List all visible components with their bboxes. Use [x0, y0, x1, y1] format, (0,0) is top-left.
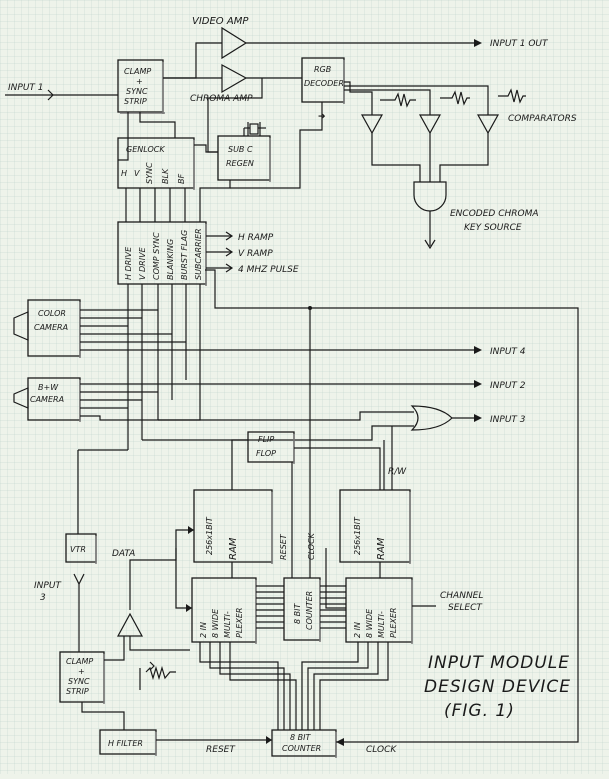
- input4-label: INPUT 4: [490, 347, 526, 357]
- svg-text:SUB C: SUB C: [228, 145, 253, 154]
- svg-text:8 WIDE: 8 WIDE: [211, 608, 220, 638]
- svg-text:SYNC: SYNC: [126, 87, 148, 96]
- svg-text:➔: ➔: [318, 112, 326, 122]
- svg-text:CLAMP: CLAMP: [66, 657, 93, 666]
- input2-label: INPUT 2: [490, 381, 526, 391]
- svg-text:DECODER: DECODER: [304, 79, 344, 88]
- bottom-reset-label: RESET: [206, 745, 236, 755]
- svg-text:CAMERA: CAMERA: [34, 323, 68, 332]
- comparator-2: [418, 114, 442, 135]
- svg-text:STRIP: STRIP: [66, 687, 89, 696]
- comparators-label: COMPARATORS: [508, 114, 577, 124]
- svg-text:SYNC: SYNC: [145, 162, 154, 184]
- pulse-4mhz-label: 4 MHZ PULSE: [238, 265, 299, 275]
- input3-in-label: INPUT: [34, 581, 62, 591]
- svg-text:BF: BF: [177, 174, 186, 184]
- svg-text:V DRIVE: V DRIVE: [138, 246, 147, 280]
- svg-text:FLIP: FLIP: [258, 435, 274, 444]
- data-label: DATA: [112, 549, 135, 559]
- and-gate: [413, 181, 447, 212]
- svg-text:B+W: B+W: [38, 383, 59, 392]
- svg-text:GENLOCK: GENLOCK: [126, 145, 165, 154]
- svg-text:SELECT: SELECT: [448, 603, 483, 613]
- svg-text:8 WIDE: 8 WIDE: [365, 608, 374, 638]
- svg-text:BLANKING: BLANKING: [166, 239, 175, 280]
- channel-select-label: CHANNEL: [440, 591, 483, 601]
- svg-text:RAM: RAM: [376, 537, 387, 560]
- svg-text:VTR: VTR: [70, 545, 86, 554]
- v-ramp-label: V RAMP: [238, 249, 273, 259]
- svg-text:RGB: RGB: [314, 65, 331, 74]
- svg-text:COUNTER: COUNTER: [305, 591, 314, 630]
- svg-text:BLK: BLK: [161, 168, 170, 184]
- bw-camera-lens: [13, 387, 29, 409]
- svg-text:CAMERA: CAMERA: [30, 395, 64, 404]
- svg-text:2 IN: 2 IN: [353, 622, 362, 638]
- input3-out-label: INPUT 3: [490, 415, 526, 425]
- svg-text:STRIP: STRIP: [124, 97, 147, 106]
- svg-text:8 BIT: 8 BIT: [290, 733, 311, 742]
- video-amp-label: VIDEO AMP: [192, 16, 249, 27]
- svg-text:RAM: RAM: [228, 537, 239, 560]
- svg-text:2 IN: 2 IN: [199, 622, 208, 638]
- svg-text:+: +: [78, 667, 85, 676]
- svg-text:MULTI-: MULTI-: [223, 611, 232, 638]
- or-gate: [410, 405, 453, 431]
- svg-text:COUNTER: COUNTER: [282, 744, 321, 753]
- input1-out-label: INPUT 1 OUT: [490, 39, 549, 49]
- svg-text:SYNC: SYNC: [68, 677, 90, 686]
- title-line-3: (FIG. 1): [444, 701, 515, 721]
- svg-text:SUBCARRIER: SUBCARRIER: [194, 228, 203, 280]
- svg-text:CLAMP: CLAMP: [124, 67, 151, 76]
- svg-text:PLEXER: PLEXER: [235, 608, 244, 638]
- svg-text:+: +: [136, 77, 143, 86]
- svg-text:H: H: [121, 169, 127, 178]
- comparator-1: [360, 114, 384, 135]
- comparator-3: [476, 114, 500, 135]
- h-ramp-label: H RAMP: [238, 233, 274, 243]
- svg-text:H DRIVE: H DRIVE: [124, 246, 133, 280]
- svg-text:KEY SOURCE: KEY SOURCE: [464, 223, 522, 233]
- reset-label: RESET: [279, 533, 288, 560]
- svg-text:COMP SYNC: COMP SYNC: [152, 232, 161, 280]
- rw-label: R/W: [388, 467, 407, 477]
- encoded-chroma-label: ENCODED CHROMA: [450, 209, 539, 219]
- svg-text:V: V: [134, 169, 140, 178]
- svg-text:256x1BIT: 256x1BIT: [353, 516, 362, 555]
- input1-label: INPUT 1: [8, 83, 44, 93]
- title-line-2: DESIGN DEVICE: [424, 677, 571, 697]
- svg-text:BURST FLAG: BURST FLAG: [180, 230, 189, 280]
- svg-text:FLOP: FLOP: [256, 449, 276, 458]
- bottom-clock-label: CLOCK: [366, 745, 397, 755]
- svg-text:PLEXER: PLEXER: [389, 608, 398, 638]
- svg-text:COLOR: COLOR: [38, 309, 66, 318]
- clock-label: CLOCK: [307, 532, 316, 560]
- counter-bus-lines: [256, 585, 346, 629]
- svg-text:MULTI-: MULTI-: [377, 611, 386, 638]
- svg-text:8 BIT: 8 BIT: [293, 603, 302, 624]
- title-line-1: INPUT MODULE: [428, 653, 570, 673]
- svg-text:H FILTER: H FILTER: [108, 739, 143, 748]
- chroma-amp-label: CHROMA AMP: [190, 94, 253, 104]
- lower-bus-lines: [199, 642, 389, 730]
- svg-text:3: 3: [40, 593, 46, 603]
- svg-text:REGEN: REGEN: [226, 159, 254, 168]
- svg-text:256x1BIT: 256x1BIT: [205, 516, 214, 555]
- color-camera-lens: [13, 311, 29, 341]
